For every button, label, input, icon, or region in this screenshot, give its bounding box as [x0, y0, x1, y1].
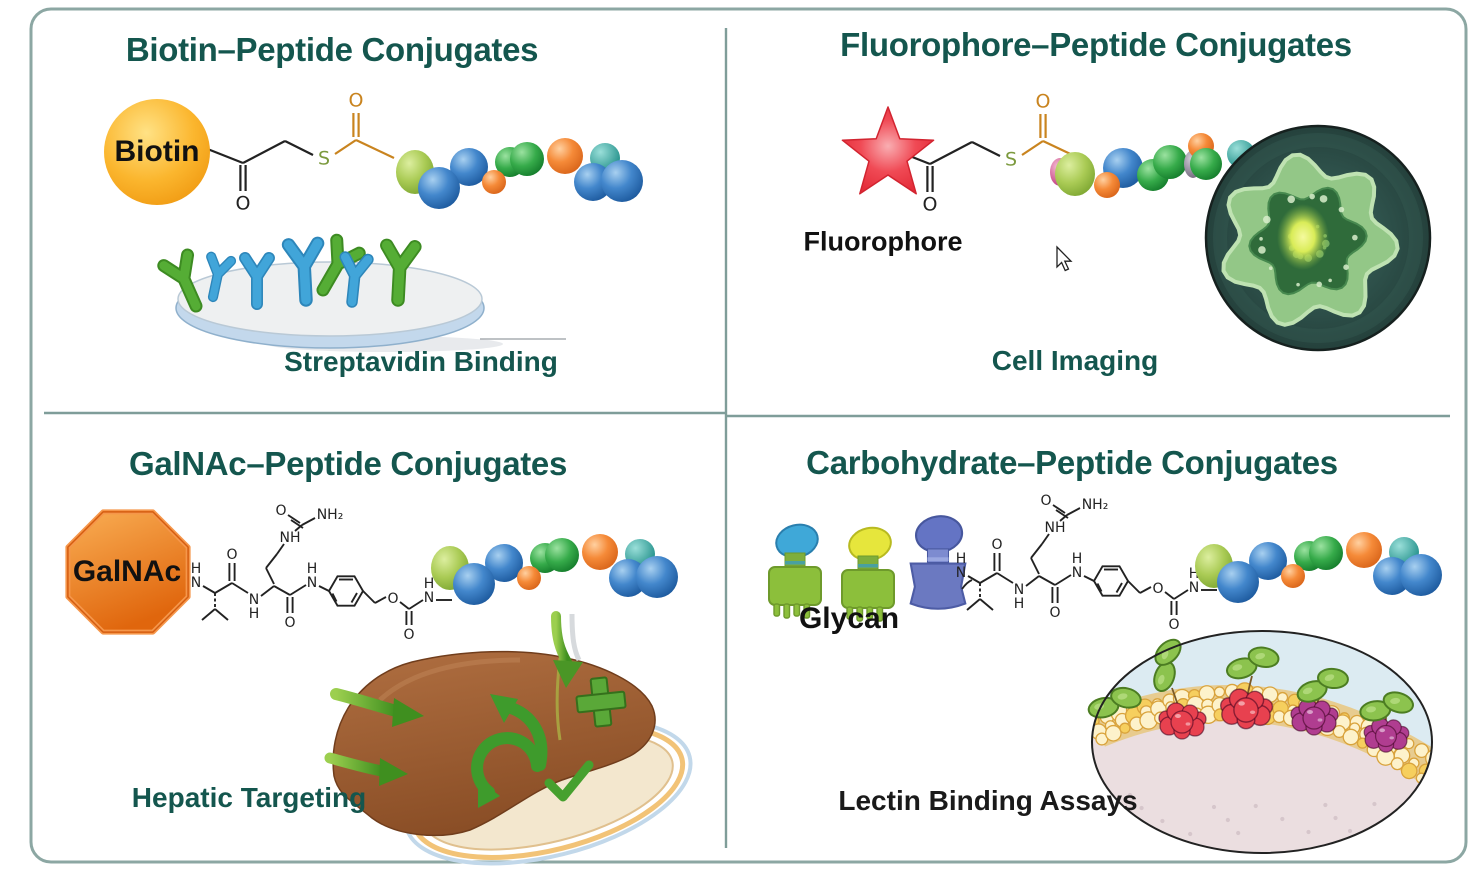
galnac-quadrant-title: GalNAc–Peptide Conjugates — [128, 445, 568, 482]
figure-frame — [29, 7, 1468, 864]
galnac-tag-label: GalNAc — [72, 555, 182, 588]
hepatic-targeting-caption: Hepatic Targeting — [131, 782, 367, 813]
lectin-binding-caption: Lectin Binding Assays — [838, 785, 1138, 816]
glycan-icon-yellow-cap — [841, 526, 895, 622]
cell-imaging-caption: Cell Imaging — [991, 345, 1159, 376]
fluorophore-quadrant-art — [841, 89, 1432, 352]
lectin-binding-illustration — [1083, 629, 1433, 854]
biotin-tag-circle — [104, 99, 210, 205]
fluorophore-star-icon — [841, 106, 935, 195]
liver-illustration — [324, 611, 693, 866]
biotin-quadrant-art — [104, 88, 643, 352]
carbohydrate-quadrant-title: Carbohydrate–Peptide Conjugates — [806, 444, 1338, 481]
fluorophore-tag-label: Fluorophore — [803, 226, 963, 257]
glycan-icons — [768, 515, 967, 622]
streptavidin-binding-caption: Streptavidin Binding — [284, 346, 558, 377]
liver-recycle-icon — [471, 694, 548, 808]
mouse-cursor — [1056, 245, 1073, 272]
liver-arrow-icons — [324, 611, 583, 786]
cell-imaging-illustration — [1204, 124, 1432, 352]
galnac-quadrant-art — [65, 502, 693, 866]
glycan-icon-periwinkle — [909, 515, 967, 610]
quadrant-dividers — [44, 28, 1450, 848]
fluorophore-peptide-beads — [1050, 133, 1255, 198]
liver-plus-icon — [575, 676, 627, 728]
streptavidin-plate-illustration — [164, 240, 566, 352]
biotin-quadrant-title: Biotin–Peptide Conjugates — [125, 31, 539, 68]
biotin-tag-label: Biotin — [114, 135, 200, 168]
liver-check-icon — [544, 760, 594, 802]
glycan-icon-blue-cap — [768, 523, 822, 619]
glycan-tag-label: Glycan — [798, 602, 900, 635]
carbohydrate-quadrant-art — [768, 492, 1442, 854]
fluorophore-quadrant-title: Fluorophore–Peptide Conjugates — [840, 26, 1352, 63]
